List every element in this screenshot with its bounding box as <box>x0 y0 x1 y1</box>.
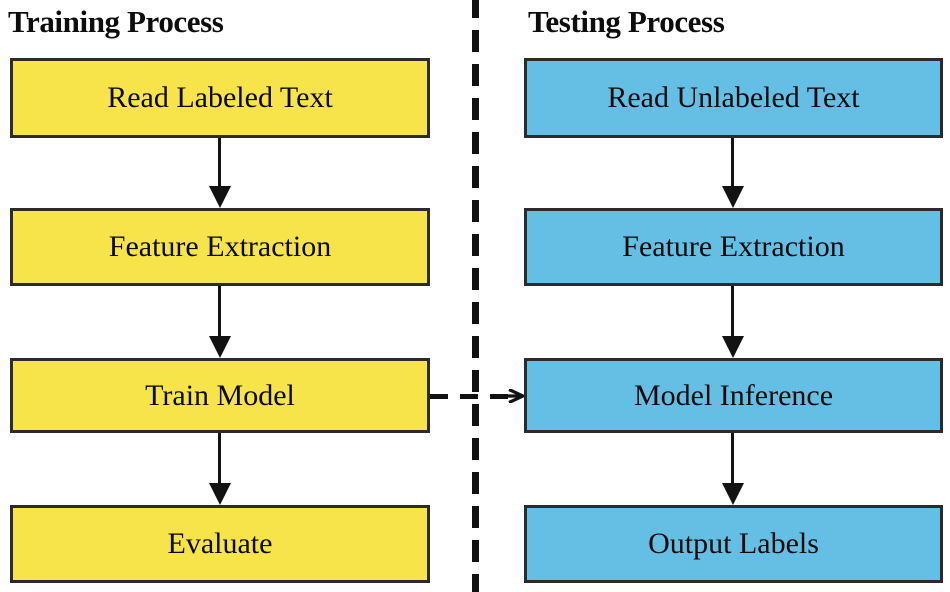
testing-arrow-2 <box>722 286 744 358</box>
testing-step-output-labels: Output Labels <box>524 505 943 583</box>
testing-arrow-3 <box>722 433 744 505</box>
arrow-shaft <box>731 286 734 336</box>
training-step-read-labeled-text: Read Labeled Text <box>10 58 430 138</box>
arrow-down-icon <box>722 336 744 358</box>
arrow-down-icon <box>209 336 231 358</box>
testing-step-read-unlabeled-text: Read Unlabeled Text <box>524 58 943 138</box>
arrow-down-icon <box>722 186 744 208</box>
model-transfer-arrow <box>430 389 524 403</box>
training-process-title: Training Process <box>8 4 224 39</box>
testing-step-model-inference: Model Inference <box>524 358 943 433</box>
dashed-arrow-right-icon <box>504 389 524 403</box>
training-arrow-1 <box>209 138 231 208</box>
vertical-dashed-divider-icon <box>472 0 479 592</box>
training-arrow-3 <box>209 433 231 505</box>
arrow-shaft <box>731 138 734 186</box>
testing-arrow-1 <box>722 138 744 208</box>
training-step-evaluate: Evaluate <box>10 505 430 583</box>
arrow-down-icon <box>209 483 231 505</box>
arrow-down-icon <box>722 483 744 505</box>
training-step-train-model: Train Model <box>10 358 430 433</box>
arrow-shaft <box>218 138 221 186</box>
arrow-shaft <box>218 286 221 336</box>
testing-process-title: Testing Process <box>528 4 725 39</box>
arrow-down-icon <box>209 186 231 208</box>
arrow-shaft <box>218 433 221 483</box>
training-arrow-2 <box>209 286 231 358</box>
testing-step-feature-extraction: Feature Extraction <box>524 208 943 286</box>
arrow-shaft <box>731 433 734 483</box>
dashed-line <box>430 394 510 399</box>
training-step-feature-extraction: Feature Extraction <box>10 208 430 286</box>
